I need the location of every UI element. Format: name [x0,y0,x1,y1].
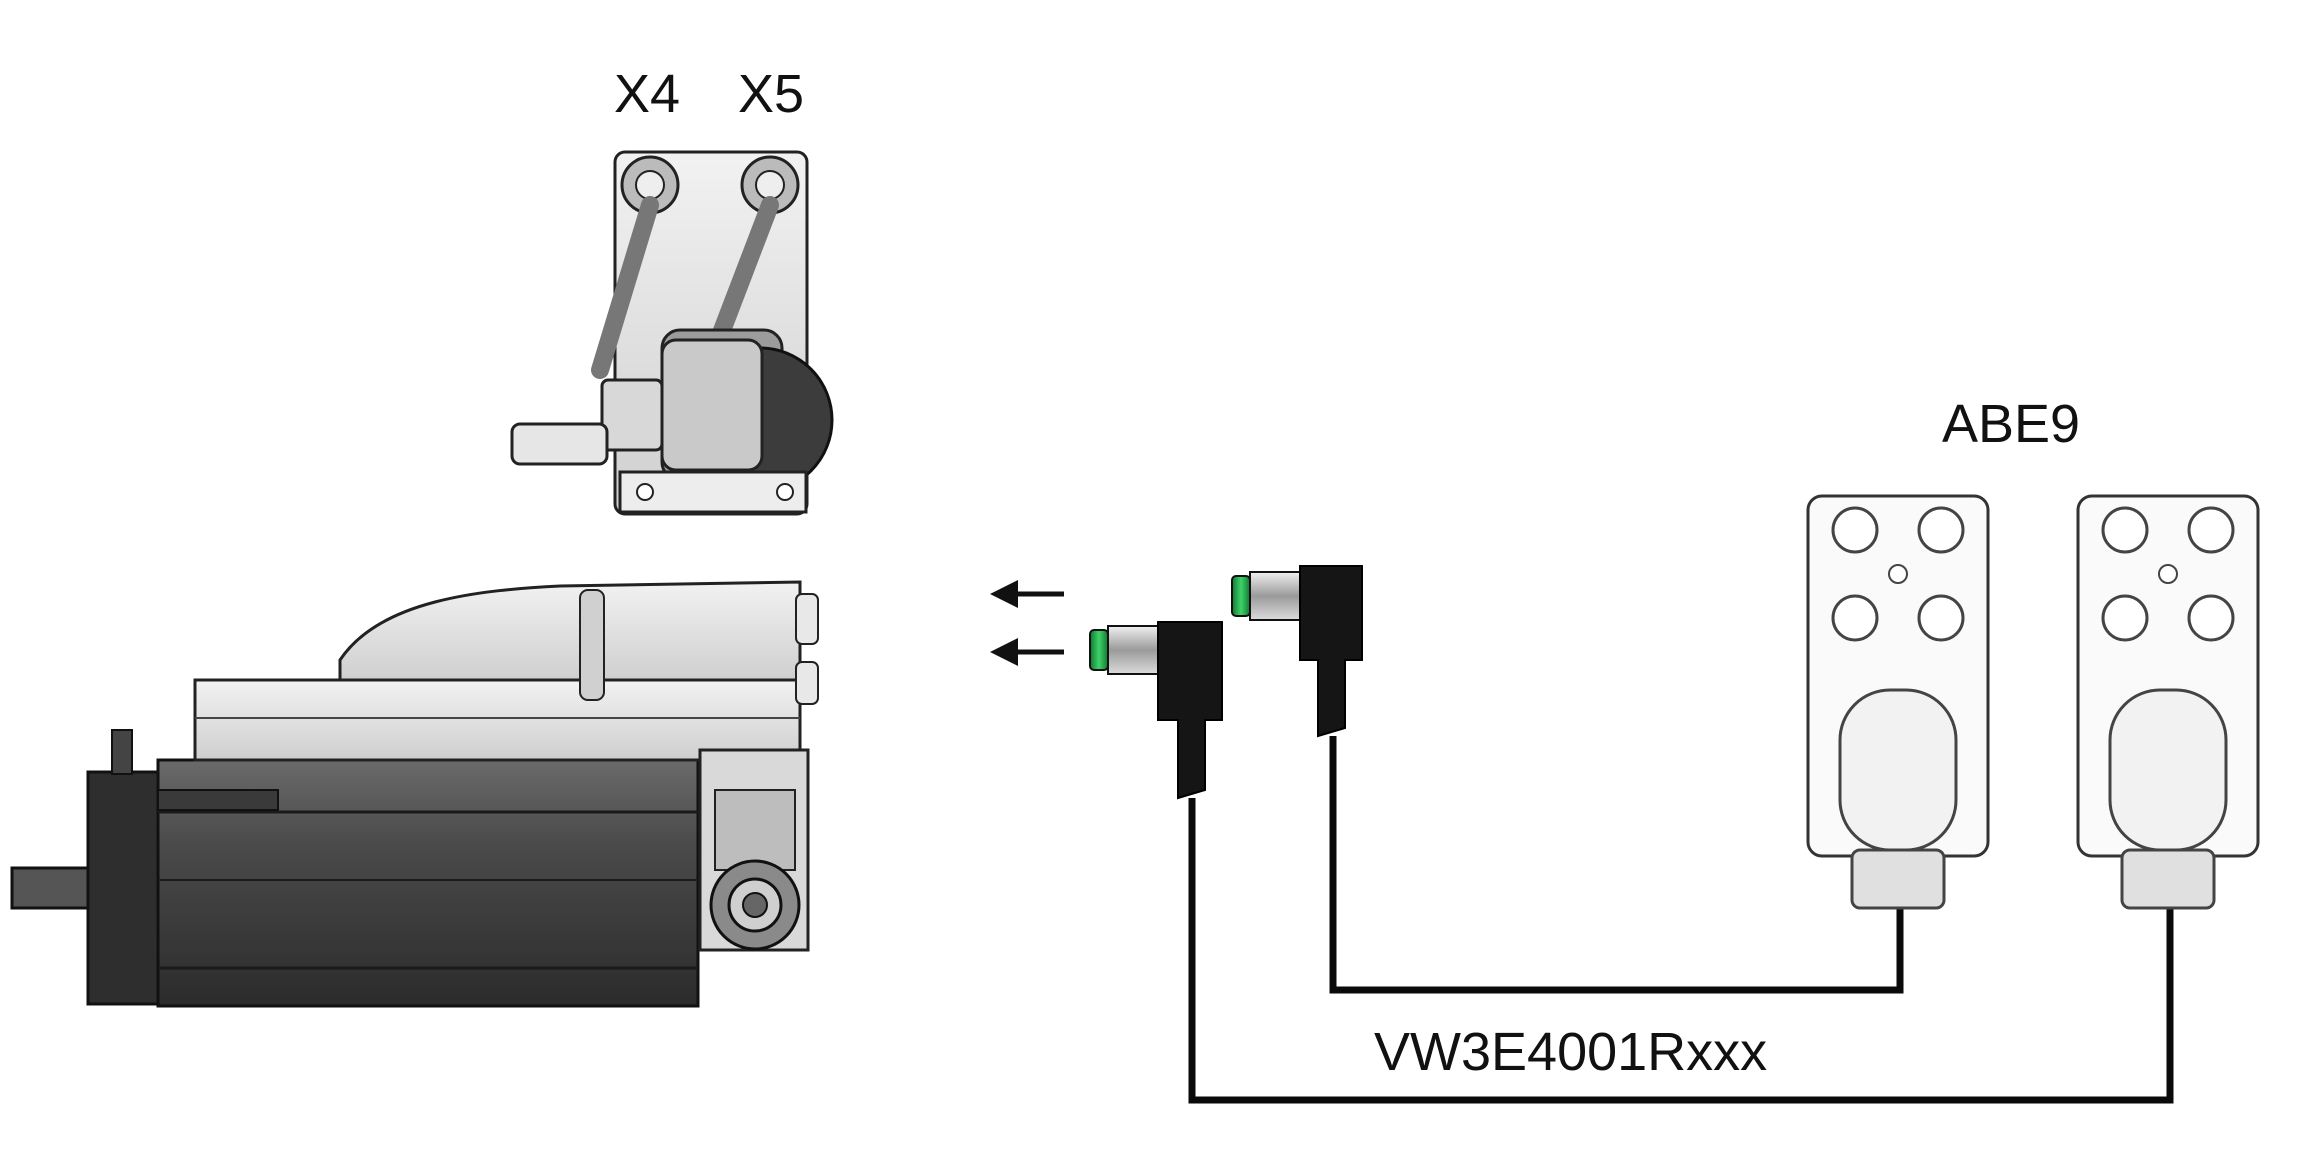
m8-connector-icon [1089,621,1223,800]
label-x5: X5 [738,64,804,124]
label-x4: X4 [614,64,680,124]
m8-connector-icon [1231,565,1363,738]
abe9-box-drawing [1806,494,1990,910]
cable-x5 [1188,798,2174,1104]
label-cable: VW3E4001Rxxx [1374,1022,1767,1082]
abe9-box-drawing [2076,494,2260,910]
arrow-left-icon [990,638,1064,666]
cable-x4 [1329,736,1904,994]
connector-housing-top-view [510,150,834,516]
servo-motor-drawing [10,580,819,1008]
arrow-left-icon [990,580,1064,608]
label-abe9: ABE9 [1942,394,2080,454]
